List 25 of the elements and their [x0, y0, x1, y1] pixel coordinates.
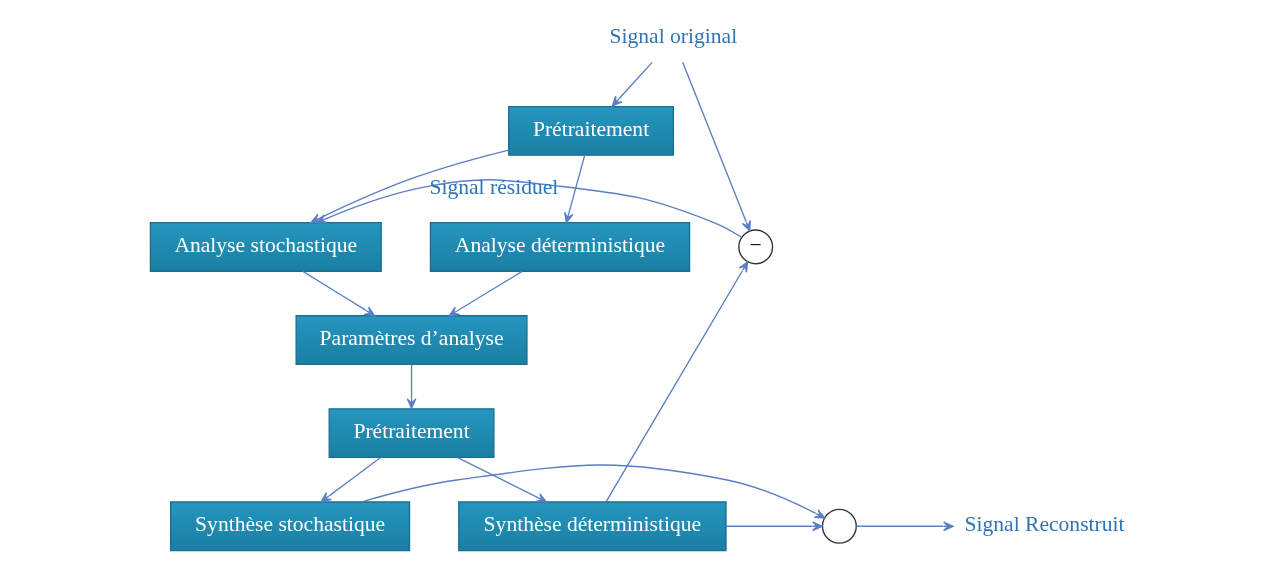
- arrow: [563, 155, 585, 224]
- node-circle: −: [737, 229, 773, 265]
- node-box: Analyse déterministique: [429, 221, 690, 272]
- arrow: [301, 270, 375, 317]
- arrow: [604, 261, 748, 503]
- arrow: [681, 61, 751, 232]
- arrow: [315, 179, 742, 238]
- node-box: Synthèse stochastique: [169, 501, 410, 552]
- arrow: [448, 270, 523, 317]
- node-box: Prétraitement: [507, 105, 674, 156]
- arrow: [406, 364, 416, 409]
- arrow: [360, 464, 825, 519]
- arrow: [724, 521, 823, 532]
- edge-label: Signal résiduel: [428, 175, 558, 200]
- node-circle: [821, 508, 857, 544]
- arrow: [320, 457, 381, 503]
- node-box: Analyse stochastique: [149, 221, 382, 272]
- node-box: Prétraitement: [328, 408, 495, 459]
- node-box: Paramètres d’analyse: [294, 315, 528, 365]
- node-text: Signal original: [609, 23, 737, 48]
- node-box: Synthèse déterministique: [457, 501, 727, 552]
- arrow: [456, 456, 547, 503]
- node-text: Signal Reconstruit: [963, 512, 1125, 537]
- arrow: [611, 61, 653, 107]
- arrow: [855, 521, 954, 532]
